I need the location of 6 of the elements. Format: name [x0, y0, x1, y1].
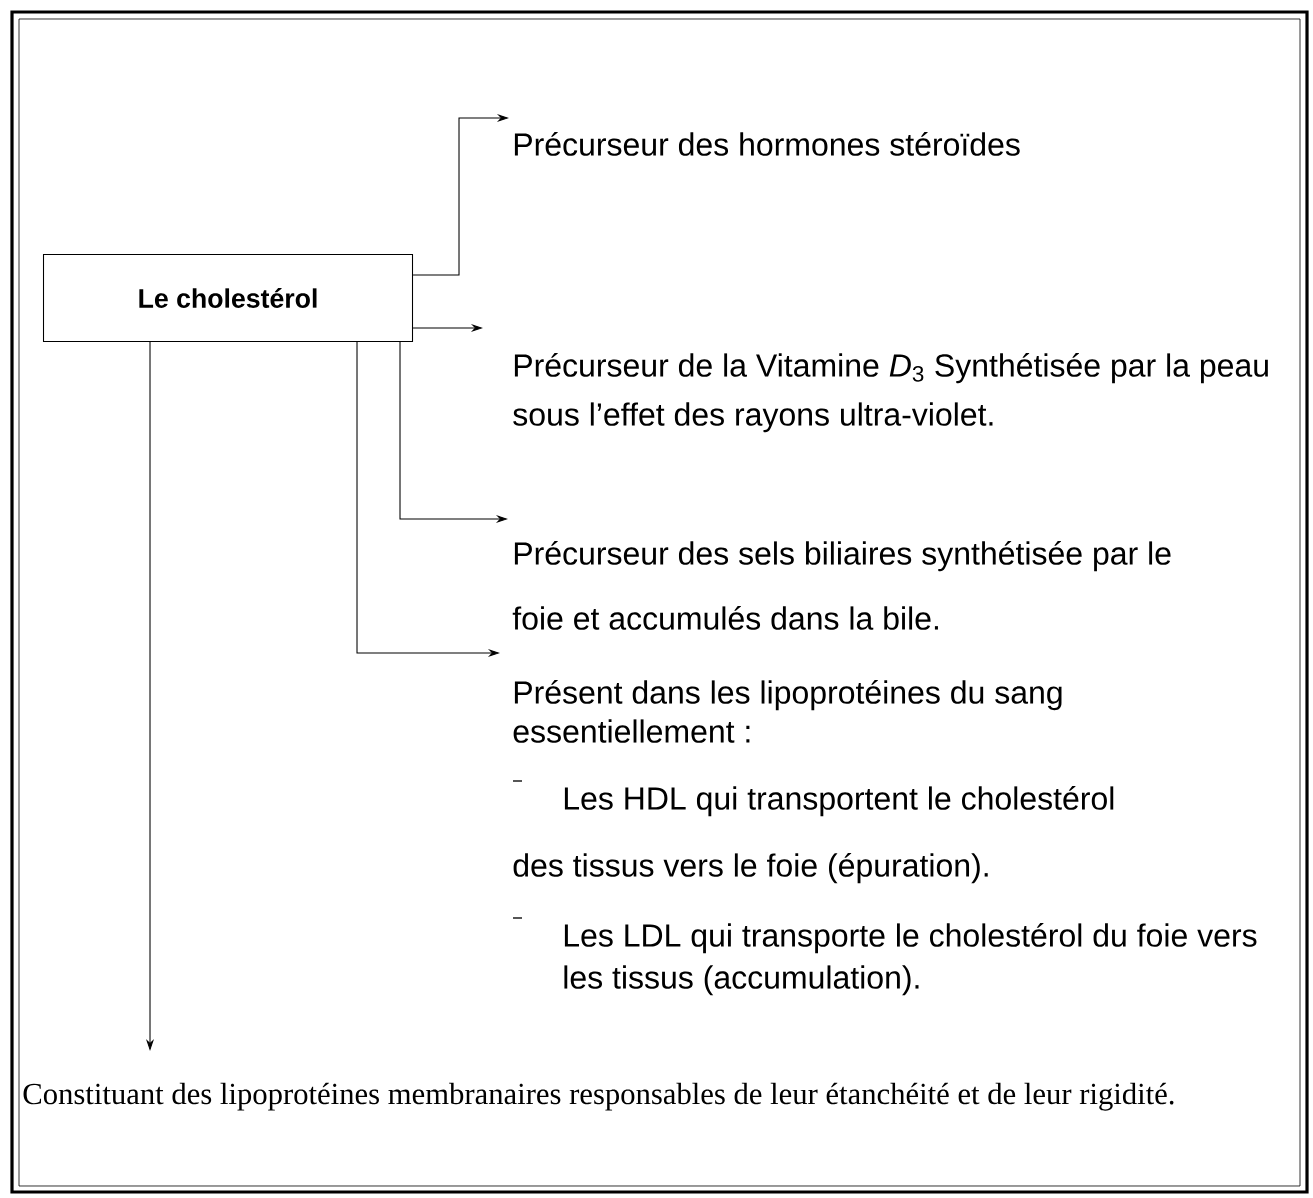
title-box: Le cholestérol: [42, 253, 414, 343]
description-text: Présent dans les lipoprotéines du sang essentiellement : Les HDL qui transportent le cholestérol des tissus vers le foie (épuration). Les LDL qui transporte le cholestérol du foie vers les tissus (accumulation).: [513, 680, 1257, 996]
description-text: Précurseur de la Vitamine D$_{3}$ Synthétisée par la peau sous l’effet des rayons ultra-violet.: [513, 353, 1268, 433]
description-text: Précurseur des sels biliaires synthétisée par le foie et accumulés dans la bile.: [512, 541, 1171, 630]
bottom-text: Constituant des lipoprotéines membranaires responsables de leur étanchéité et de leur rigidité.: [23, 1082, 1174, 1111]
description-text: Précurseur des hormones stéroïdes: [514, 132, 1020, 156]
